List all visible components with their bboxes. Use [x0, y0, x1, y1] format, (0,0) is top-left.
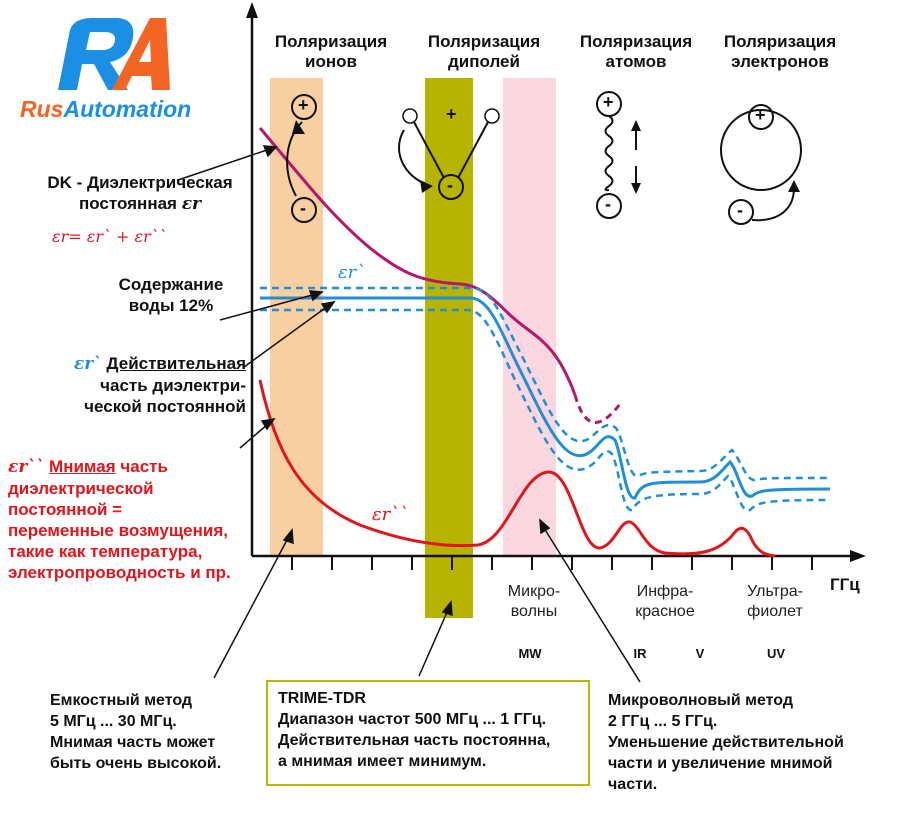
real-part-upper-bound [260, 286, 831, 482]
band-mw: MW [518, 646, 542, 661]
electron-minus-circle [728, 199, 754, 225]
atom-minus-circle [596, 193, 622, 219]
band-v: V [695, 646, 705, 661]
logo-text: RusAutomation [20, 96, 191, 123]
logo-text-automation: Automation [63, 96, 192, 122]
capacitive-method-note: Емкостный метод 5 МГц ... 30 МГц. Мнимая… [50, 692, 222, 772]
electron-polarization-symbol [720, 104, 802, 225]
real-part-symbol: εr` [73, 354, 102, 374]
formula: εr= εr` + εr`` [52, 227, 167, 246]
leader-imag [239, 423, 269, 449]
dipole-polarization-symbol [398, 108, 500, 200]
leader-capacitive [213, 537, 289, 679]
ion-polarization-symbol [286, 94, 317, 223]
electron-plus-sign: + [755, 105, 766, 125]
imaginary-part-curve [258, 379, 776, 558]
dipole-minus-circle [438, 174, 464, 200]
imag-curve-label: εr`` [372, 504, 409, 525]
dk-eps-symbol: εr [181, 194, 201, 214]
total-permittivity-curve [258, 127, 577, 396]
leader-real [243, 305, 329, 368]
region-infrared: Инфра-красное [635, 583, 695, 620]
dipole-minus-sign: - [447, 175, 453, 195]
dipole-band [425, 78, 473, 618]
x-axis-unit: ГГц [830, 575, 860, 594]
leader-dk [177, 148, 271, 181]
electron-plus-circle [748, 104, 774, 130]
region-ultraviolet: Ультра-фиолет [747, 583, 803, 620]
logo-letter-a [112, 18, 170, 90]
ion-plus-circle [291, 94, 317, 120]
logo-text-rus: Rus [20, 96, 64, 122]
electron-orbit-arrow [751, 187, 795, 222]
imag-part-symbol: εr`` [8, 457, 45, 477]
dipole-plus-sign: + [446, 104, 457, 124]
ion-minus-circle [291, 197, 317, 223]
region-microwave: Микро-волны [507, 583, 561, 620]
atom-spring [604, 115, 614, 192]
imaginary-part-label: εr`` Мнимая часть диэлектрической постоя… [8, 457, 231, 582]
real-part-curve [260, 296, 831, 500]
electron-orbit [720, 109, 802, 191]
band-ir: IR [633, 646, 647, 661]
ion-plus-sign: + [298, 95, 309, 115]
real-part-label: εr` Действительная часть диэлектри- ческ… [73, 354, 246, 416]
leader-trime [418, 609, 449, 677]
x-axis-arrow [850, 550, 866, 562]
logo-letter-r [58, 18, 134, 90]
dipole-left-atom [402, 108, 418, 124]
water-content-label: Содержание воды 12% [118, 275, 224, 315]
band-uv: UV [766, 646, 786, 661]
real-curve-label: εr` [338, 262, 366, 283]
x-axis-ticks [291, 556, 813, 570]
dk-label: DK - Диэлектрическая постоянная εr [47, 173, 233, 214]
dipole-right-atom [484, 108, 500, 124]
atom-polarization-symbol [596, 91, 641, 219]
leader-water [219, 293, 317, 321]
atom-plus-sign: + [603, 92, 614, 112]
microwave-method-note: Микроволновый метод 2 ГГц ... 5 ГГц. Уме… [608, 692, 844, 793]
atom-minus-sign: - [605, 194, 611, 214]
ion-minus-sign: - [300, 198, 306, 218]
leader-microwave [543, 527, 641, 683]
y-axis-arrow [246, 2, 258, 18]
electron-minus-sign: - [737, 200, 743, 220]
total-permittivity-curve-dashed [573, 394, 622, 424]
real-part-lower-bound [260, 308, 831, 512]
leader-lines [177, 145, 641, 683]
logo-mark [58, 18, 170, 90]
trime-tdr-note: TRIME-TDR Диапазон частот 500 МГц ... 1 … [266, 680, 590, 786]
trime-title: TRIME-TDR [278, 690, 366, 707]
